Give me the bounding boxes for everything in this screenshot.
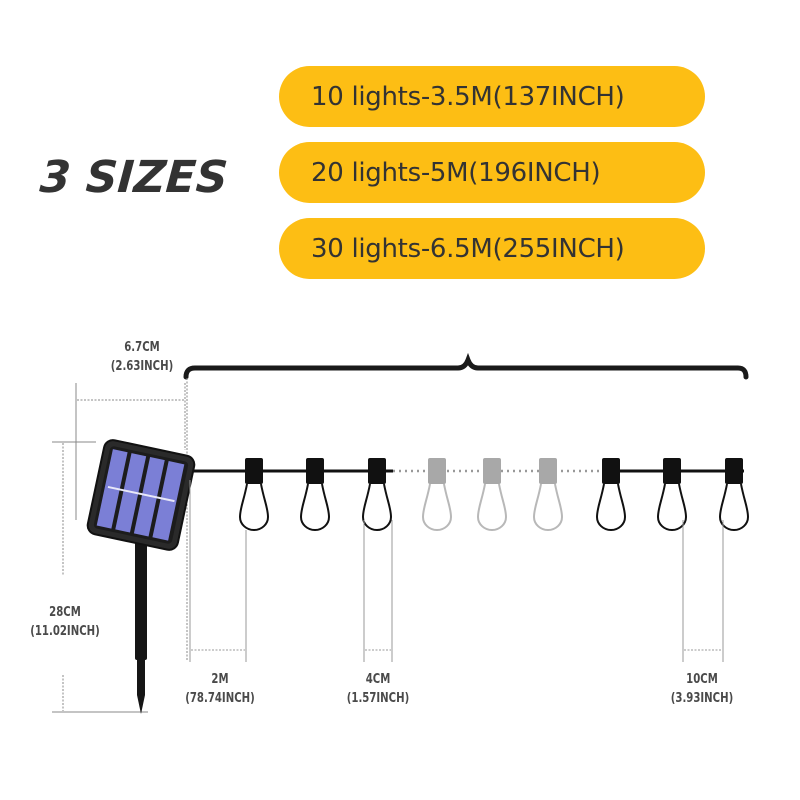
size-option-label: 20 lights-5M(196INCH) — [311, 157, 601, 188]
bulb-spacing-metric: 10CM — [686, 672, 718, 687]
bulb-icon — [238, 458, 270, 531]
lead-cable-dimension-lines — [189, 480, 247, 662]
bulb-icon-faded — [476, 458, 508, 531]
panel-width-label: 6.7CM (2.63INCH) — [103, 338, 181, 376]
bulb-width-metric: 4CM — [365, 672, 391, 687]
bulb-spacing-dimension-lines — [682, 520, 724, 662]
size-option-30-lights: 30 lights-6.5M(255INCH) — [279, 218, 705, 279]
bulb-icon — [718, 458, 750, 531]
string-length-bracket-icon — [183, 352, 749, 380]
panel-width-imperial: (2.63INCH) — [110, 359, 174, 374]
ground-stake-icon — [135, 540, 147, 714]
bulb-width-dimension-lines — [363, 520, 393, 662]
bulb-spacing-label: 10CM (3.93INCH) — [663, 670, 741, 708]
lead-cable-label: 2M (78.74INCH) — [177, 670, 263, 708]
stake-height-dimension-lines — [52, 441, 148, 713]
panel-width-metric: 6.7CM — [124, 340, 160, 355]
stake-height-imperial: (11.02INCH) — [30, 624, 100, 639]
solar-panel-icon — [86, 439, 196, 551]
bulb-width-label: 4CM (1.57INCH) — [339, 670, 417, 708]
stake-height-metric: 28CM — [49, 605, 81, 620]
bulb-icon-faded — [421, 458, 453, 531]
bulb-spacing-imperial: (3.93INCH) — [670, 691, 734, 706]
panel-width-dimension-lines — [75, 383, 186, 520]
bulb-icon — [299, 458, 331, 531]
bulb-icon — [361, 458, 393, 531]
size-option-label: 10 lights-3.5M(137INCH) — [311, 81, 625, 112]
bulb-width-imperial: (1.57INCH) — [346, 691, 410, 706]
bulb-icon — [656, 458, 688, 531]
lead-cable-imperial: (78.74INCH) — [185, 691, 255, 706]
size-option-label: 30 lights-6.5M(255INCH) — [311, 233, 625, 264]
size-option-10-lights: 10 lights-3.5M(137INCH) — [279, 66, 705, 127]
stake-height-label: 28CM (11.02INCH) — [22, 603, 108, 641]
lead-cable-metric: 2M — [211, 672, 229, 687]
bulb-icon-faded — [532, 458, 564, 531]
size-option-20-lights: 20 lights-5M(196INCH) — [279, 142, 705, 203]
bulb-icon — [595, 458, 627, 531]
